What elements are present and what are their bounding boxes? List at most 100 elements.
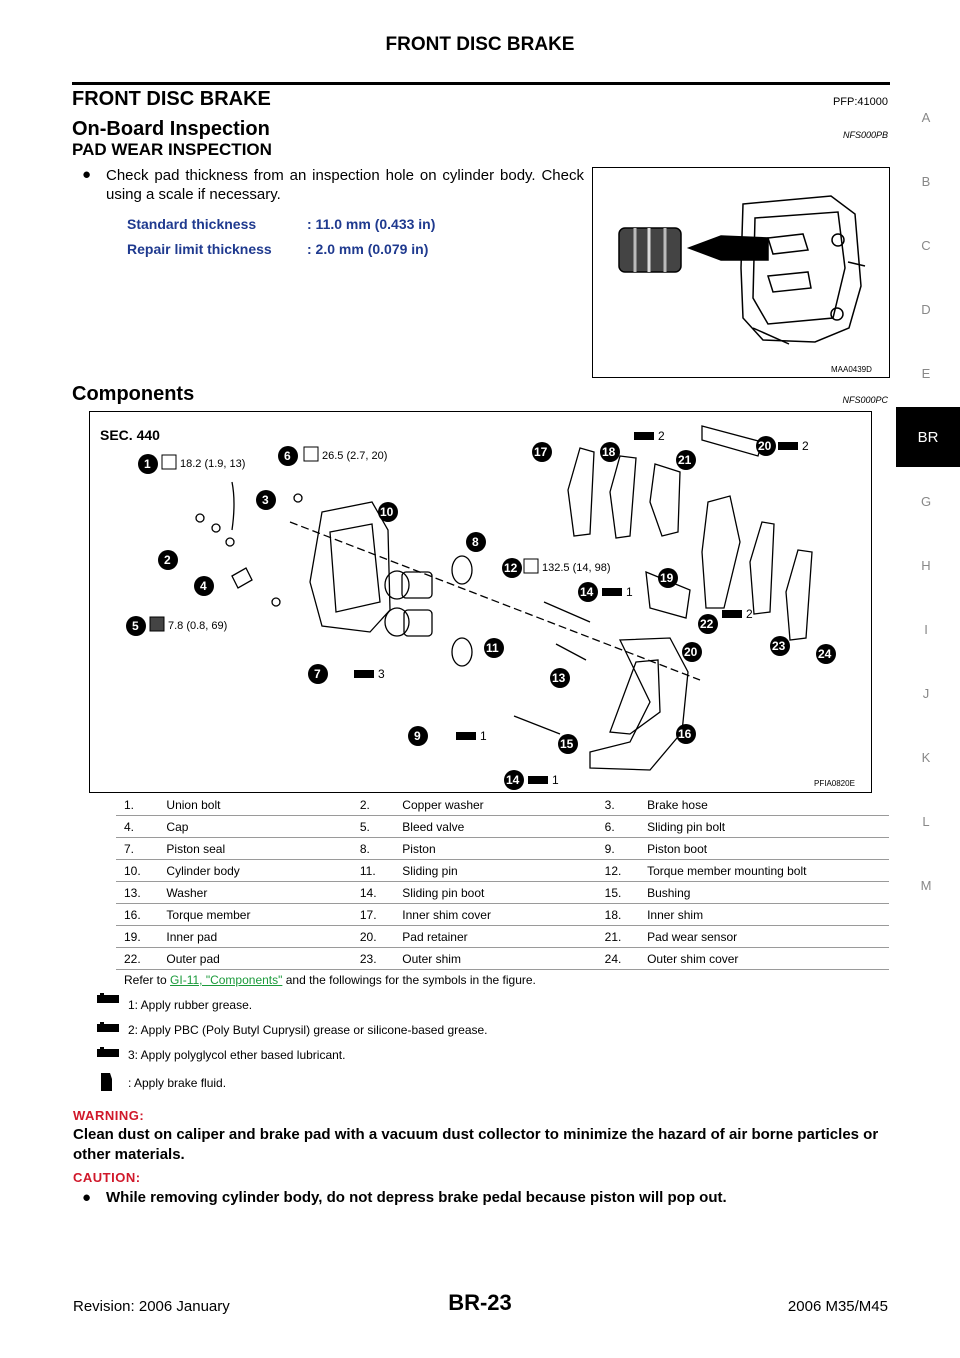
footer-revision: Revision: 2006 January [73, 1298, 230, 1315]
part-name: Piston [394, 837, 597, 860]
side-tab-br[interactable]: BR [896, 407, 960, 467]
sym-num-f: 1 [480, 729, 487, 743]
side-tab-c[interactable]: C [921, 238, 931, 253]
svg-text:8: 8 [472, 535, 479, 549]
spec-limit-value: : 2.0 mm (0.079 in) [307, 241, 429, 257]
pad-wear-subtitle: PAD WEAR INSPECTION [72, 140, 272, 159]
symbol-4: : Apply brake fluid. [128, 1076, 227, 1090]
part-number: 19. [116, 925, 159, 948]
refer-link[interactable]: GI-11, "Components" [170, 973, 283, 987]
svg-text:19: 19 [660, 571, 674, 585]
svg-text:3: 3 [262, 493, 269, 507]
grease-icon-2 [96, 1021, 126, 1032]
sym-num-g: 1 [552, 773, 559, 787]
part-number: 10. [116, 859, 159, 882]
svg-text:22: 22 [700, 617, 714, 631]
part-name: Bushing [639, 881, 889, 904]
sym-num-d: 1 [626, 585, 633, 599]
components-title: Components [72, 383, 195, 405]
caliper-drawing: MAA0439D [618, 195, 872, 374]
side-tab-m[interactable]: M [920, 878, 932, 893]
part-name: Bleed valve [394, 815, 597, 838]
part-name: Washer [158, 881, 352, 904]
figure-id-label-2: PFIA0820E [814, 779, 855, 788]
bullet-marker: ● [82, 166, 92, 183]
part-name: Piston boot [639, 837, 889, 860]
part-number: 3. [596, 794, 640, 816]
spec-limit-label: Repair limit thickness [127, 241, 272, 257]
svg-text:24: 24 [818, 647, 832, 661]
part-name: Cap [158, 815, 352, 838]
side-tab-k[interactable]: K [921, 750, 931, 765]
svg-text:13: 13 [552, 671, 566, 685]
sec-label: SEC. 440 [100, 427, 160, 443]
side-tab-b[interactable]: B [921, 174, 931, 189]
svg-text:4: 4 [200, 579, 207, 593]
svg-text:23: 23 [772, 639, 786, 653]
part-name: Pad wear sensor [639, 925, 889, 948]
part-number: 13. [116, 881, 159, 904]
onboard-title: On-Board Inspection [72, 118, 270, 140]
part-name: Inner pad [158, 925, 352, 948]
part-name: Outer pad [158, 947, 352, 970]
svg-text:11: 11 [486, 641, 499, 655]
part-name: Brake hose [639, 794, 889, 816]
sym-num-b: 2 [802, 439, 809, 453]
onboard-code: NFS000PB [842, 130, 888, 140]
svg-text:1: 1 [144, 457, 151, 471]
torque-1: 18.2 (1.9, 13) [180, 458, 245, 470]
part-name: Torque member [158, 903, 352, 926]
part-number: 22. [116, 947, 159, 970]
part-number: 1. [116, 794, 159, 816]
svg-text:7: 7 [314, 667, 321, 681]
section-code: PFP:41000 [832, 96, 888, 108]
symbol-3: 3: Apply polyglycol ether based lubrican… [128, 1048, 346, 1062]
part-number: 16. [116, 903, 159, 926]
side-tab-i[interactable]: I [924, 622, 928, 637]
part-name: Torque member mounting bolt [639, 859, 889, 882]
caution-bullet-marker: ● [82, 1189, 92, 1206]
part-name: Sliding pin boot [394, 881, 597, 904]
part-number: 15. [596, 881, 640, 904]
part-number: 2. [351, 794, 395, 816]
grease-icon-3 [96, 1046, 126, 1057]
part-number: 11. [351, 859, 395, 882]
svg-text:6: 6 [284, 449, 291, 463]
side-tab-d[interactable]: D [921, 302, 931, 317]
spec-standard-label: Standard thickness [127, 216, 257, 232]
part-number: 9. [596, 837, 640, 860]
svg-text:12: 12 [504, 561, 518, 575]
part-name: Pad retainer [394, 925, 597, 948]
side-tab-e[interactable]: E [921, 366, 931, 381]
svg-text:9: 9 [414, 729, 421, 743]
svg-text:10: 10 [380, 505, 394, 519]
part-number: 20. [351, 925, 395, 948]
footer-page: BR-23 [448, 1290, 512, 1315]
symbol-1: 1: Apply rubber grease. [128, 998, 253, 1012]
part-name: Sliding pin [394, 859, 597, 882]
svg-text:2: 2 [164, 553, 171, 567]
spec-standard-value: : 11.0 mm (0.433 in) [307, 216, 436, 232]
part-number: 8. [351, 837, 395, 860]
part-name: Union bolt [158, 794, 352, 816]
svg-text:16: 16 [678, 727, 692, 741]
part-number: 18. [596, 903, 640, 926]
part-number: 23. [351, 947, 395, 970]
refer-prefix: Refer to [124, 973, 167, 987]
side-tab-h[interactable]: H [921, 558, 931, 573]
caution-heading: CAUTION: [73, 1170, 141, 1185]
part-number: 17. [351, 903, 395, 926]
side-tab-a[interactable]: A [921, 110, 931, 125]
footer-model: 2006 M35/M45 [787, 1298, 888, 1315]
part-number: 14. [351, 881, 395, 904]
torque-6: 26.5 (2.7, 20) [322, 450, 387, 462]
side-tab-l[interactable]: L [922, 814, 930, 829]
side-tab-g[interactable]: G [920, 494, 932, 509]
side-tab-j[interactable]: J [922, 686, 930, 701]
